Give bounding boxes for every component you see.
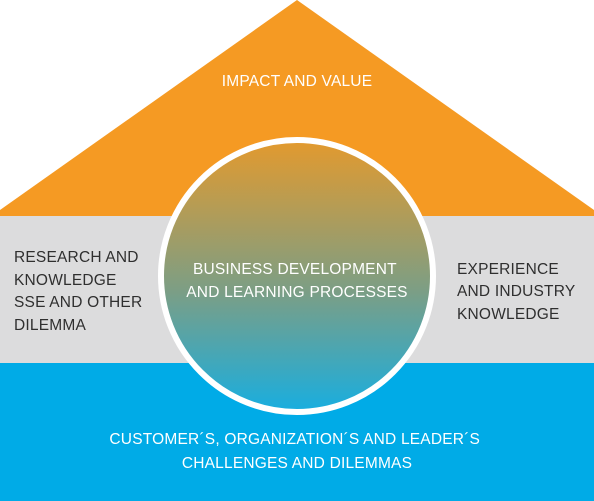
right-pillar-line: EXPERIENCE (457, 261, 559, 278)
center-label-line: AND LEARNING PROCESSES (186, 284, 407, 301)
right-pillar-line: KNOWLEDGE (457, 306, 560, 323)
right-pillar-line: AND INDUSTRY (457, 283, 575, 300)
left-pillar-line: DILEMMA (14, 317, 86, 334)
center-label: BUSINESS DEVELOPMENT AND LEARNING PROCES… (186, 261, 407, 301)
left-pillar-line: KNOWLEDGE (14, 272, 117, 289)
foundation-line: CHALLENGES AND DILEMMAS (182, 455, 412, 472)
left-pillar-line: RESEARCH AND (14, 249, 139, 266)
roof-label: IMPACT AND VALUE (222, 73, 373, 90)
left-pillar-line: SSE AND OTHER (14, 294, 142, 311)
left-pillar-label: RESEARCH AND KNOWLEDGE SSE AND OTHER DIL… (14, 249, 147, 334)
foundation-line: CUSTOMER´S, ORGANIZATION´S AND LEADER´S (109, 431, 480, 448)
roof-triangle (0, 0, 594, 216)
right-pillar-label: EXPERIENCE AND INDUSTRY KNOWLEDGE (457, 261, 580, 323)
center-label-line: BUSINESS DEVELOPMENT (193, 261, 397, 278)
foundation-label: CUSTOMER´S, ORGANIZATION´S AND LEADER´S … (109, 431, 484, 472)
center-circle (158, 137, 436, 415)
